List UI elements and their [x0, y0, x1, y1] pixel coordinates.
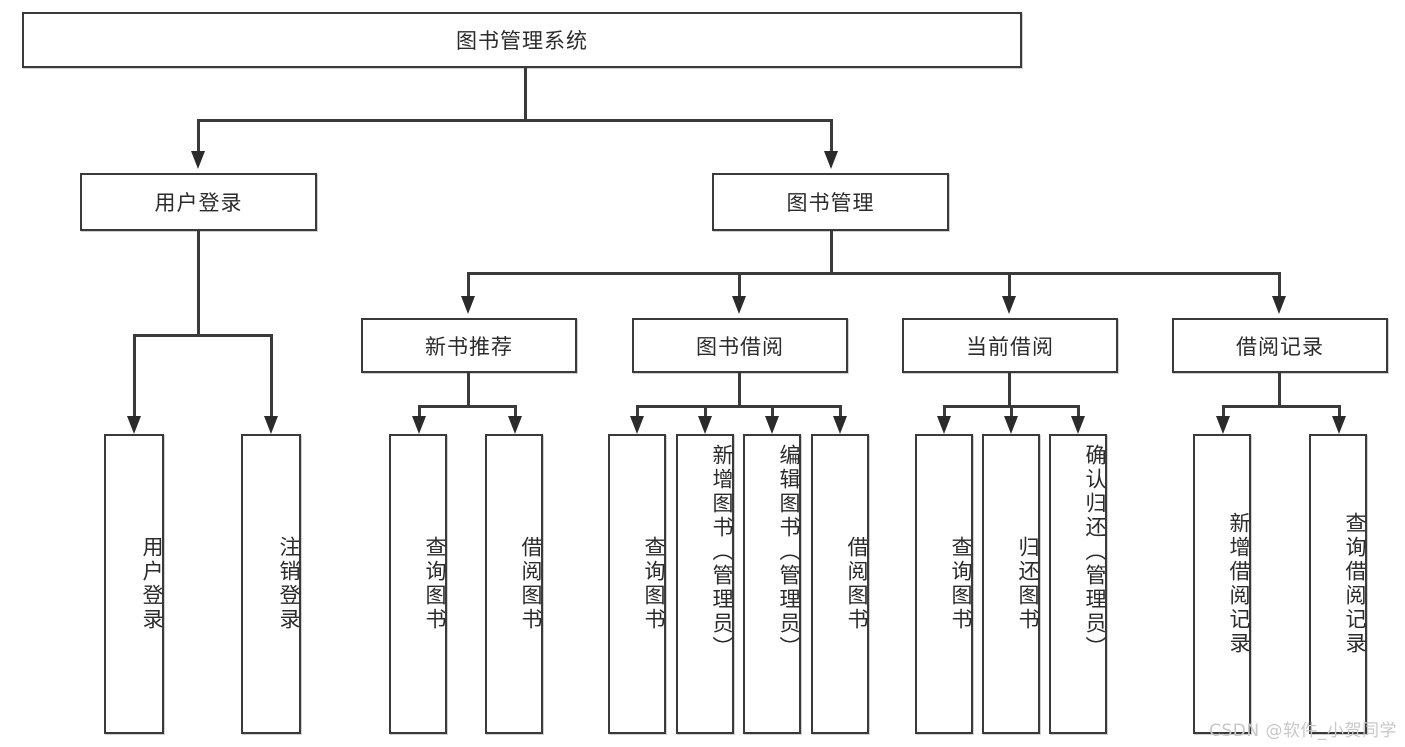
connector-user-login-to-leaf-1 [133, 334, 136, 418]
connector-new-book-stem [467, 373, 470, 407]
connector-cb-to-leaf-1 [943, 405, 946, 418]
node-borrow-record-label: 借阅记录 [1236, 334, 1324, 359]
leaf-query-record[interactable]: 查询借阅记录 [1309, 434, 1367, 734]
connector-current-borrow-stem [1008, 373, 1011, 407]
arrow-nb-to-leaf-2 [508, 416, 522, 434]
arrow-bm-to-new-book [461, 296, 475, 314]
connector-root-bar [197, 119, 833, 122]
node-root-label: 图书管理系统 [456, 29, 588, 53]
leaf-return-book-label: 归还图书 [1016, 536, 1040, 632]
arrow-bb-to-leaf-2 [698, 416, 712, 434]
connector-bm-to-new-book [467, 272, 470, 298]
watermark-text: CSDN @软件_小贺同学 [1209, 721, 1397, 741]
arrow-cb-to-leaf-1 [937, 416, 951, 434]
leaf-borrow-book-2-label: 借阅图书 [845, 536, 869, 632]
connector-borrow-record-bar [1222, 405, 1340, 408]
node-book-borrow-label: 图书借阅 [696, 334, 784, 359]
leaf-edit-book[interactable]: 编辑图书（管理员） [743, 434, 801, 734]
connector-user-login-to-leaf-2 [270, 334, 273, 418]
connector-bb-to-leaf-4 [839, 405, 842, 418]
node-current-borrow-label: 当前借阅 [966, 334, 1054, 359]
node-borrow-record[interactable]: 借阅记录 [1172, 318, 1388, 373]
leaf-confirm-return[interactable]: 确认归还（管理员） [1049, 434, 1107, 734]
leaf-query-record-label: 查询借阅记录 [1343, 512, 1367, 656]
leaf-add-record[interactable]: 新增借阅记录 [1193, 434, 1251, 734]
connector-bm-to-current-borrow [1008, 272, 1011, 298]
connector-bb-to-leaf-1 [636, 405, 639, 418]
arrow-cb-to-leaf-2 [1004, 416, 1018, 434]
connector-user-login-stem [197, 231, 200, 335]
leaf-user-login-label: 用户登录 [140, 536, 164, 632]
connector-cb-to-leaf-3 [1077, 405, 1080, 418]
connector-bm-to-book-borrow [738, 272, 741, 298]
arrow-user-login-to-leaf-2 [264, 416, 278, 434]
arrow-cb-to-leaf-3 [1071, 416, 1085, 434]
node-user-login[interactable]: 用户登录 [80, 173, 317, 231]
connector-br-to-leaf-1 [1222, 405, 1225, 418]
connector-br-to-leaf-2 [1338, 405, 1341, 418]
connector-cb-to-leaf-2 [1010, 405, 1013, 418]
arrow-user-login-to-leaf-1 [127, 416, 141, 434]
connector-bb-to-leaf-3 [771, 405, 774, 418]
connector-borrow-record-stem [1278, 373, 1281, 407]
connector-nb-to-leaf-1 [418, 405, 421, 418]
node-new-book-recommend-label: 新书推荐 [425, 334, 513, 359]
leaf-edit-book-label: 编辑图书（管理员） [777, 444, 801, 660]
leaf-borrow-book-1-label: 借阅图书 [519, 536, 543, 632]
connector-root-to-book-management [830, 119, 833, 153]
connector-root-stem [524, 68, 527, 120]
node-user-login-label: 用户登录 [154, 191, 243, 215]
node-new-book-recommend[interactable]: 新书推荐 [361, 318, 577, 373]
arrow-root-to-book-management [824, 151, 838, 169]
leaf-return-book[interactable]: 归还图书 [982, 434, 1040, 734]
leaf-query-book-3[interactable]: 查询图书 [915, 434, 973, 734]
connector-nb-to-leaf-2 [514, 405, 517, 418]
arrow-root-to-user-login [191, 151, 205, 169]
arrow-bb-to-leaf-4 [833, 416, 847, 434]
leaf-logout-login[interactable]: 注销登录 [241, 434, 301, 734]
leaf-confirm-return-label: 确认归还（管理员） [1083, 444, 1107, 660]
connector-user-login-bar [133, 334, 272, 337]
arrow-bm-to-current-borrow [1002, 296, 1016, 314]
connector-book-management-stem [830, 231, 833, 274]
connector-book-management-bar [467, 272, 1278, 275]
node-root[interactable]: 图书管理系统 [22, 12, 1022, 68]
node-current-borrow[interactable]: 当前借阅 [902, 318, 1118, 373]
arrow-nb-to-leaf-1 [412, 416, 426, 434]
arrow-bb-to-leaf-3 [765, 416, 779, 434]
connector-book-borrow-stem [738, 373, 741, 407]
arrow-br-to-leaf-2 [1332, 416, 1346, 434]
connector-book-borrow-bar [636, 405, 841, 408]
leaf-add-record-label: 新增借阅记录 [1227, 512, 1251, 656]
leaf-borrow-book-2[interactable]: 借阅图书 [811, 434, 869, 734]
connector-new-book-bar [418, 405, 516, 408]
leaf-query-book-1-label: 查询图书 [423, 536, 447, 632]
arrow-bb-to-leaf-1 [630, 416, 644, 434]
node-book-borrow[interactable]: 图书借阅 [632, 318, 848, 373]
connector-root-to-user-login [197, 119, 200, 153]
leaf-user-login[interactable]: 用户登录 [104, 434, 164, 734]
arrow-bm-to-borrow-record [1272, 296, 1286, 314]
connector-bb-to-leaf-2 [704, 405, 707, 418]
leaf-query-book-2[interactable]: 查询图书 [608, 434, 666, 734]
leaf-add-book-label: 新增图书（管理员） [710, 444, 734, 660]
leaf-query-book-2-label: 查询图书 [642, 536, 666, 632]
leaf-borrow-book-1[interactable]: 借阅图书 [485, 434, 543, 734]
connector-bm-to-borrow-record [1278, 272, 1281, 298]
leaf-query-book-1[interactable]: 查询图书 [389, 434, 447, 734]
arrow-br-to-leaf-1 [1216, 416, 1230, 434]
node-book-management[interactable]: 图书管理 [712, 173, 949, 231]
node-book-management-label: 图书管理 [786, 191, 875, 215]
leaf-query-book-3-label: 查询图书 [949, 536, 973, 632]
arrow-bm-to-book-borrow [732, 296, 746, 314]
leaf-add-book[interactable]: 新增图书（管理员） [676, 434, 734, 734]
leaf-logout-login-label: 注销登录 [277, 536, 301, 632]
